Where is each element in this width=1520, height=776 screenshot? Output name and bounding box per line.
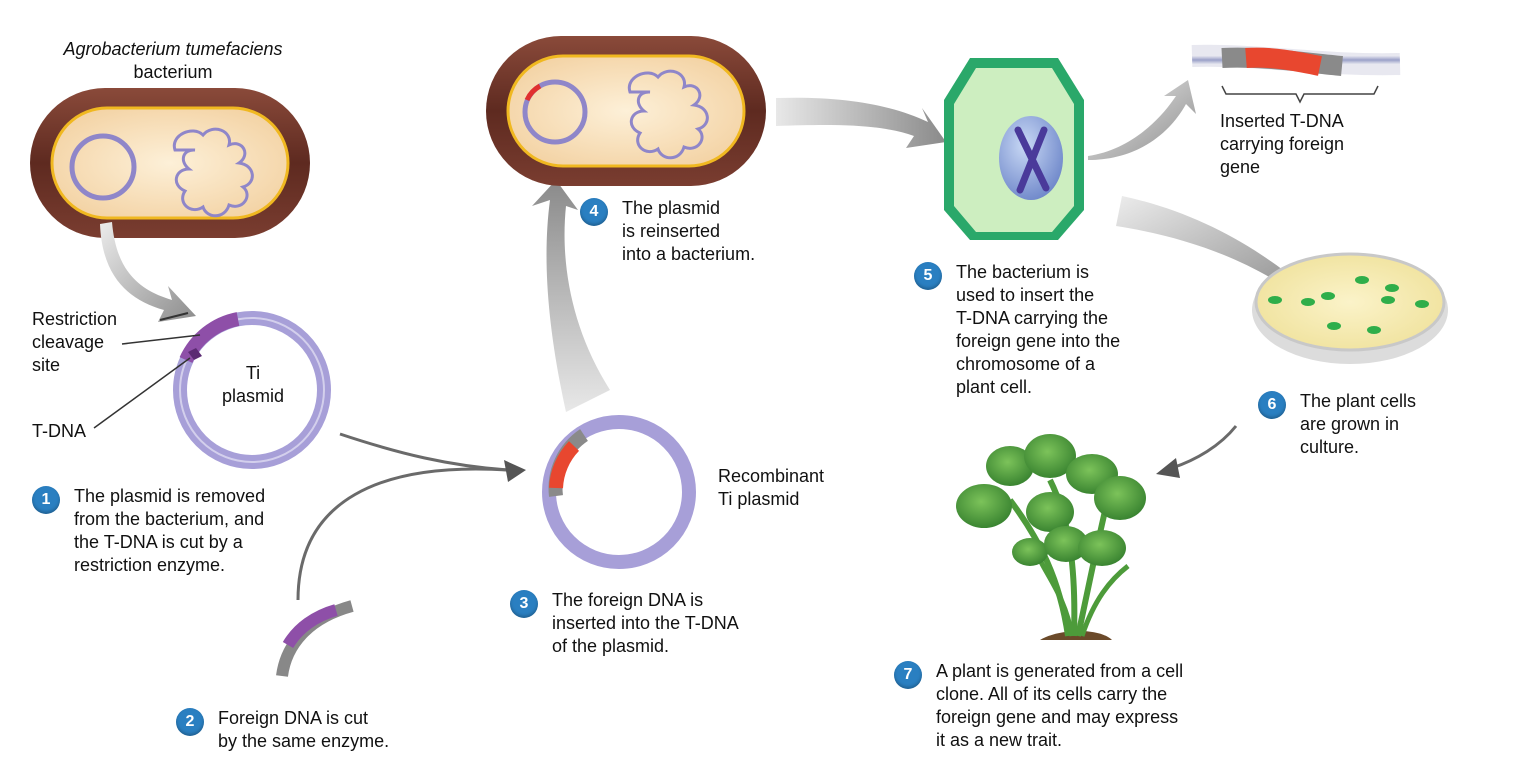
- step-1-line-1: The plasmid is removed: [74, 486, 266, 506]
- step-2-line-2: by the same enzyme.: [218, 731, 390, 751]
- ti-plasmid-label: Ti plasmid: [200, 362, 306, 408]
- step-4-line-1: The plasmid: [622, 198, 721, 218]
- inserted-t-dna-label: Inserted T-DNA carrying foreign gene: [1220, 110, 1344, 179]
- restriction-site-line-2: cleavage: [32, 332, 105, 352]
- step-5-line-1: The bacterium is: [956, 262, 1090, 282]
- step-6-line-1: The plant cells: [1300, 391, 1417, 411]
- step-number-badge: 4: [580, 198, 608, 226]
- step-text: A plant is generated from a cell clone. …: [936, 660, 1183, 752]
- inserted-line-2: carrying foreign: [1220, 134, 1345, 154]
- step-3-line-3: of the plasmid.: [552, 636, 670, 656]
- arrow-to-chromosome: [1088, 80, 1196, 160]
- step-number-badge: 7: [894, 661, 922, 689]
- step-1-line-3: the T-DNA is cut by a: [74, 532, 243, 552]
- step-6-line-3: culture.: [1300, 437, 1360, 457]
- arrow-plasmid-to-recombinant: [339, 432, 509, 472]
- inserted-line-1: Inserted T-DNA: [1220, 111, 1344, 131]
- step-number-badge: 5: [914, 262, 942, 290]
- recombinant-ti-plasmid: [542, 415, 696, 569]
- bacterium-species-label: Agrobacterium tumefaciens: [63, 39, 283, 59]
- step-4-line-2: is reinserted: [622, 221, 721, 241]
- step-text: The foreign DNA is inserted into the T-D…: [552, 589, 739, 658]
- step-number-badge: 2: [176, 708, 204, 736]
- restriction-site-label: Restriction cleavage site: [32, 308, 117, 377]
- bacterium-recombinant: [486, 36, 766, 186]
- arrow-to-culture: [1116, 196, 1306, 300]
- arrow-reinsert-plasmid: [532, 180, 610, 412]
- step-number-badge: 6: [1258, 391, 1286, 419]
- chromosome-segment: [1191, 44, 1401, 104]
- restriction-site-line-1: Restriction: [32, 309, 118, 329]
- step-5-line-2: used to insert the: [956, 285, 1095, 305]
- t-dna-label: T-DNA: [32, 421, 86, 441]
- restriction-site-line-3: site: [32, 355, 61, 375]
- ti-plasmid-line-2: plasmid: [221, 386, 285, 406]
- step-text: Foreign DNA is cut by the same enzyme.: [218, 707, 389, 753]
- step-3-line-2: inserted into the T-DNA: [552, 613, 739, 633]
- bacterium-word-label: bacterium: [133, 62, 213, 82]
- petri-dish: [1252, 252, 1448, 364]
- step-number-badge: 1: [32, 486, 60, 514]
- inserted-line-3: gene: [1220, 157, 1261, 177]
- step-7-line-4: it as a new trait.: [936, 730, 1063, 750]
- step-text: The bacterium is used to insert the T-DN…: [956, 261, 1120, 399]
- foreign-dna-fragment: [276, 600, 354, 677]
- step-text: The plasmid is reinserted into a bacteri…: [622, 197, 755, 266]
- arrow-to-plant: [1171, 425, 1238, 470]
- step-5-line-6: plant cell.: [956, 377, 1033, 397]
- step-5-line-4: foreign gene into the: [956, 331, 1121, 351]
- arrow-infect-plant-cell: [776, 97, 946, 148]
- step-1-line-4: restriction enzyme.: [74, 555, 226, 575]
- step-7-line-2: clone. All of its cells carry the: [936, 684, 1168, 704]
- plant: [956, 434, 1146, 640]
- arrowhead-recombinant: [504, 460, 526, 482]
- recombinant-line-2: Ti plasmid: [718, 489, 800, 509]
- step-5-line-3: T-DNA carrying the: [956, 308, 1109, 328]
- ti-plasmid: [93, 311, 331, 469]
- step-1-line-2: from the bacterium, and: [74, 509, 265, 529]
- plant-cell: [944, 58, 1084, 240]
- step-2-line-1: Foreign DNA is cut: [218, 708, 369, 728]
- step-4-line-3: into a bacterium.: [622, 244, 756, 264]
- arrow-dna-to-recombinant: [296, 467, 509, 601]
- recombinant-line-1: Recombinant: [718, 466, 825, 486]
- arrowhead-plant: [1156, 458, 1180, 478]
- step-text: The plant cells are grown in culture.: [1300, 390, 1416, 459]
- ti-plasmid-line-1: Ti: [245, 363, 261, 383]
- step-5-line-5: chromosome of a: [956, 354, 1096, 374]
- arrow-remove-plasmid: [100, 222, 196, 322]
- step-3-line-1: The foreign DNA is: [552, 590, 704, 610]
- step-text: The plasmid is removed from the bacteriu…: [74, 485, 265, 577]
- step-7-line-3: foreign gene and may express: [936, 707, 1179, 727]
- bacterium-original: [30, 88, 310, 238]
- step-6-line-2: are grown in: [1300, 414, 1400, 434]
- bacterium-title: Agrobacterium tumefaciens bacterium: [40, 38, 306, 84]
- recombinant-plasmid-label: Recombinant Ti plasmid: [718, 465, 824, 511]
- step-7-line-1: A plant is generated from a cell: [936, 661, 1184, 681]
- step-number-badge: 3: [510, 590, 538, 618]
